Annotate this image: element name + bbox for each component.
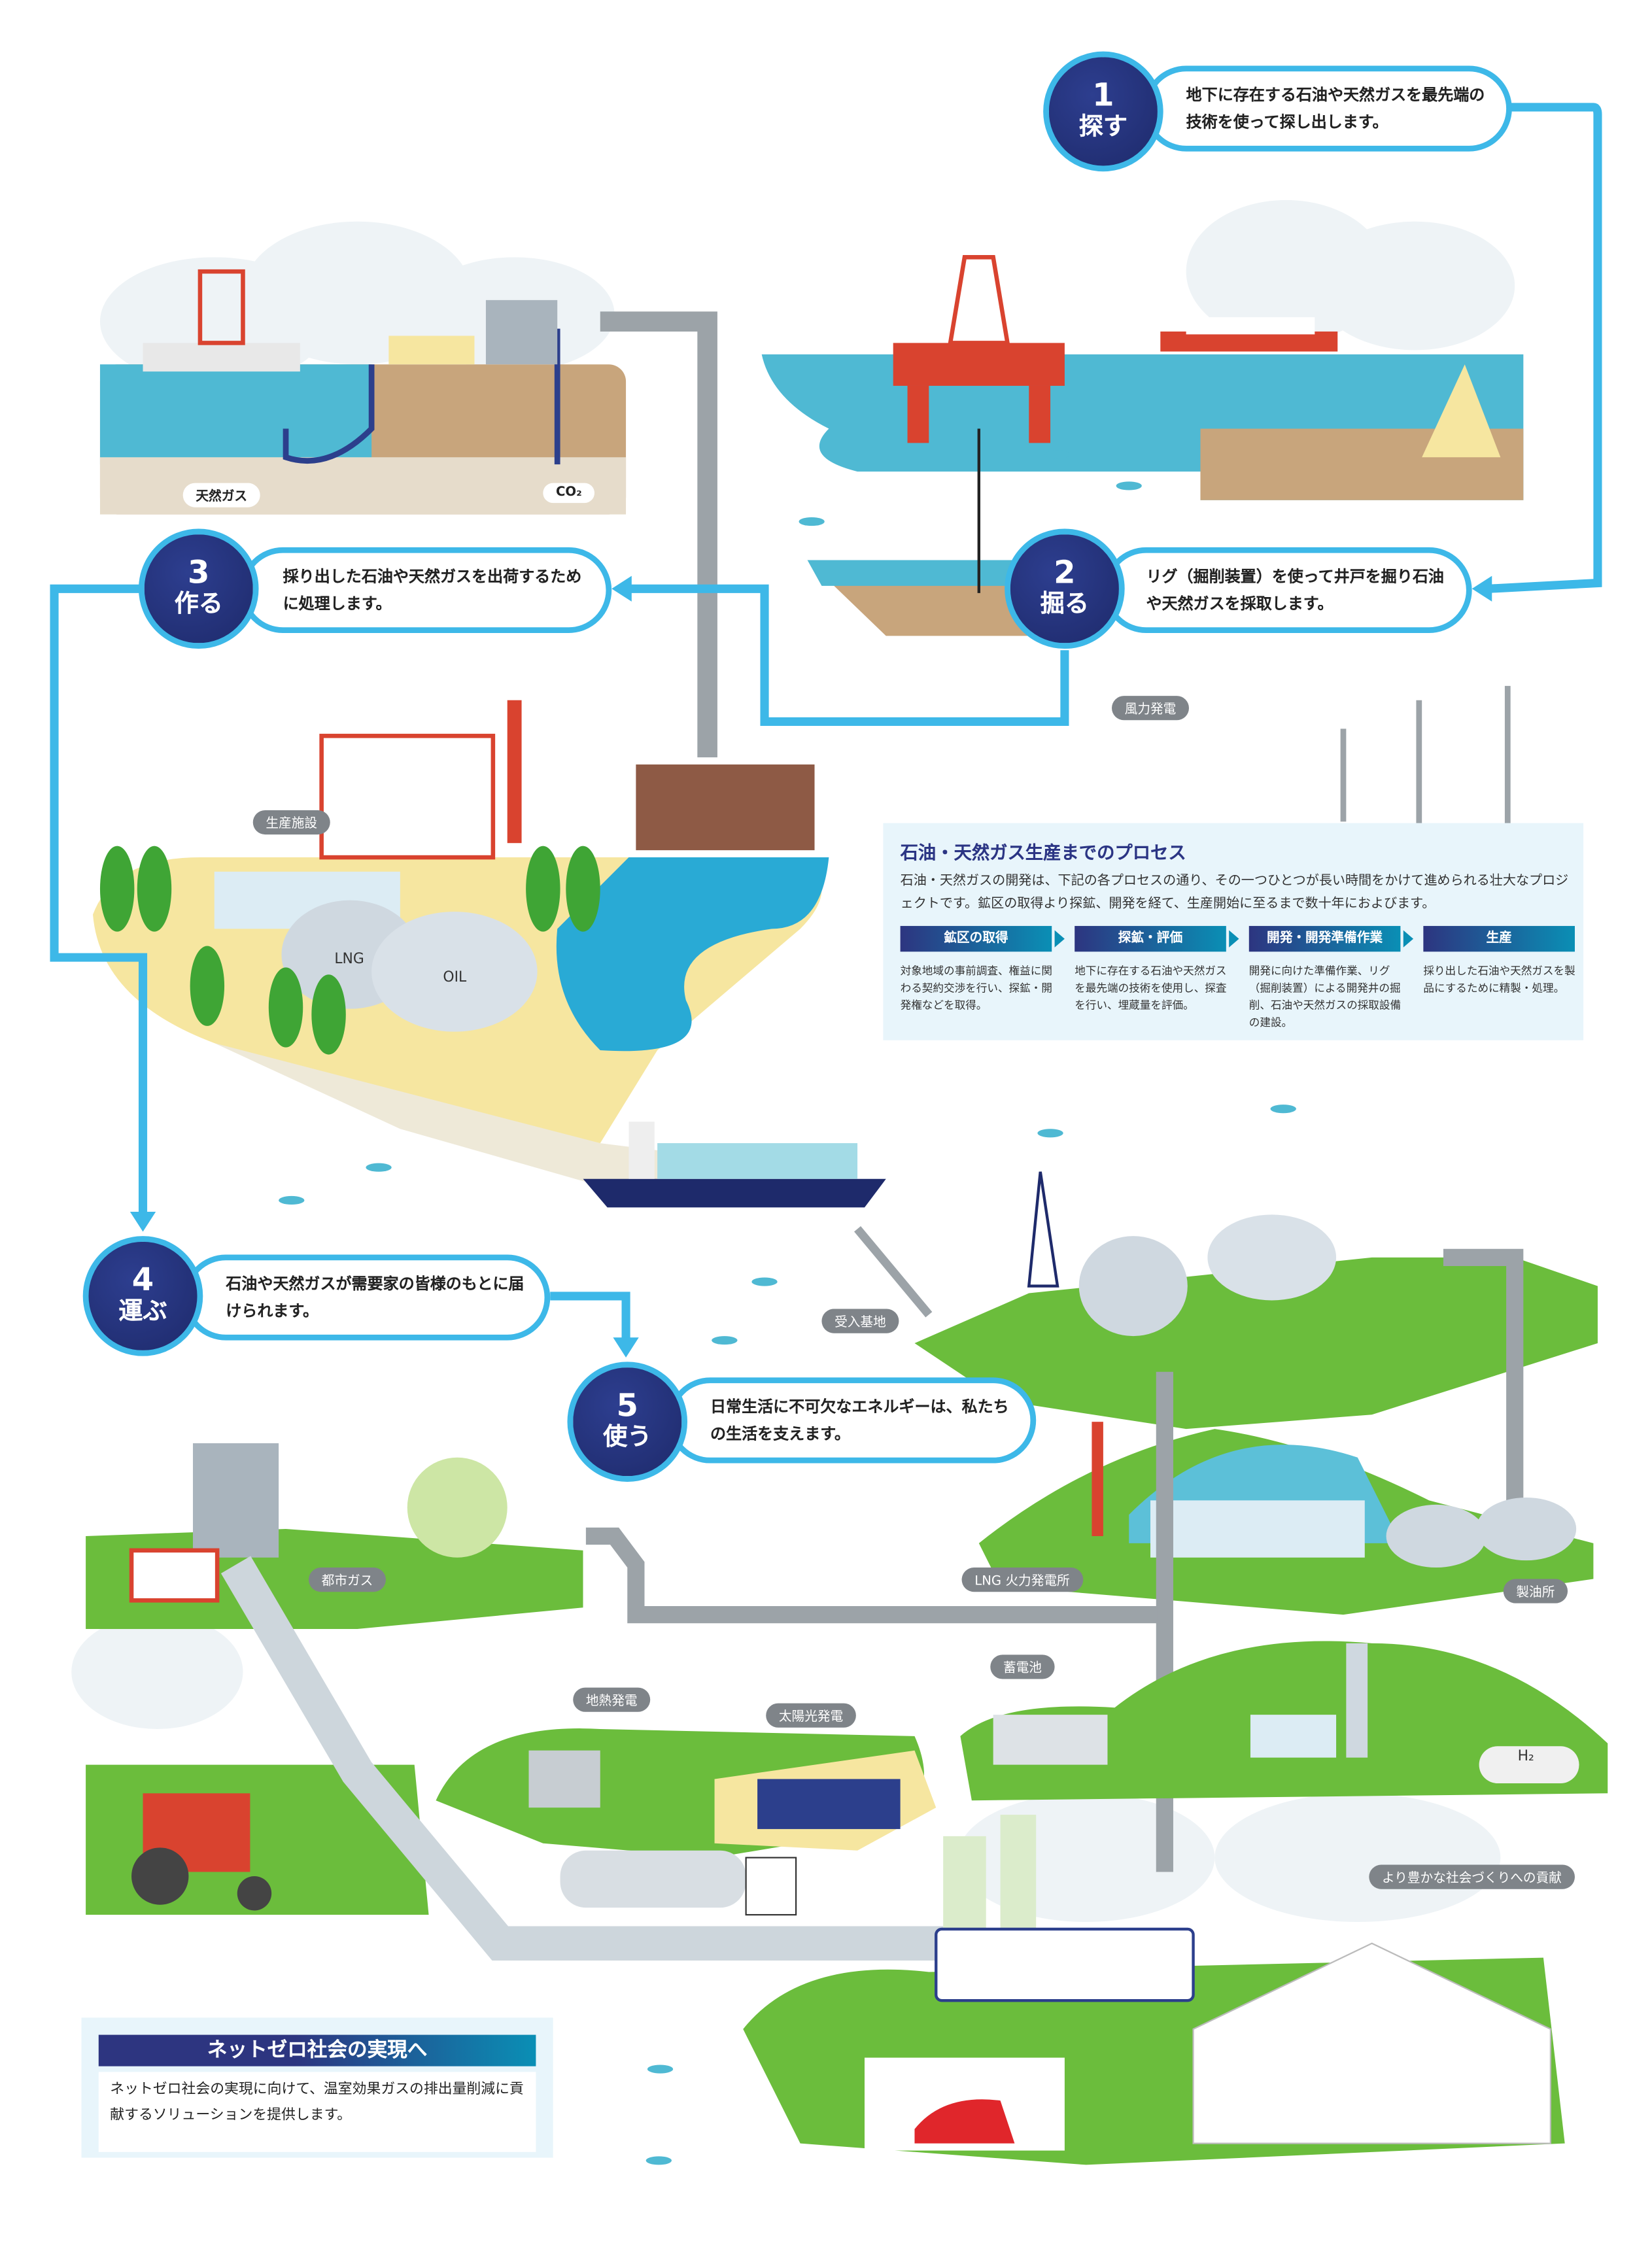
label-battery: 蓄電池 <box>990 1654 1055 1679</box>
fish <box>279 450 1296 2165</box>
city-scene <box>743 1815 1565 2165</box>
step-1-verb: 探す <box>1078 112 1128 142</box>
label-lng-power-plant: LNG 火力発電所 <box>961 1568 1083 1592</box>
receiving-terminal-scene <box>854 1171 1598 1501</box>
process-path <box>50 103 1602 1343</box>
label-lng-tank: LNG <box>334 951 364 968</box>
process-description: 石油・天然ガスの開発は、下記の各プロセスの通り、その一つひとつが長い時間をかけて… <box>900 873 1569 912</box>
label-wind-power: 風力発電 <box>1112 696 1190 721</box>
stage-2-label: 探鉱・評価 <box>1075 925 1226 952</box>
wind-turbines <box>1340 685 1511 851</box>
step-5-verb: 使う <box>603 1423 652 1452</box>
netzero-title: ネットゼロ社会の実現へ <box>98 2034 536 2066</box>
step-2-text: リグ（掘削装置）を使って井戸を掘り石油や天然ガスを採取します。 <box>1146 566 1444 613</box>
label-refinery: 製油所 <box>1503 1579 1568 1603</box>
netzero-panel: ネットゼロ社会の実現へ ネットゼロ社会の実現に向けて、温室効果ガスの排出量削減に… <box>81 2017 553 2158</box>
label-oil-tank: OIL <box>443 970 467 986</box>
hydrogen-battery-scene <box>960 1641 1608 1801</box>
stage-arrow-icon <box>1403 930 1414 948</box>
label-city-gas: 都市ガス <box>308 1568 387 1592</box>
stage-2-desc: 地下に存在する石油や天然ガスを最先端の技術を使用し、探査を行い、埋蔵量を評価。 <box>1075 964 1227 1012</box>
step-3-number: 3 <box>187 556 210 592</box>
step-1-callout: 地下に存在する石油や天然ガスを最先端の技術を使って探し出します。 <box>1143 65 1512 152</box>
offshore-rig-scene <box>761 255 1524 636</box>
label-society-contribution: より豊かな社会づくりへの貢献 <box>1369 1864 1575 1889</box>
pipeline <box>600 311 717 758</box>
step-5-callout: 日常生活に不可欠なエネルギーは、私たちの生活を支えます。 <box>667 1377 1037 1464</box>
stage-3-label: 開発・開発準備作業 <box>1248 925 1401 952</box>
stage-4-label: 生産 <box>1423 925 1575 952</box>
geothermal-solar-scene <box>436 1728 937 1858</box>
label-geothermal: 地熱発電 <box>573 1687 651 1712</box>
label-co2: CO₂ <box>543 483 595 504</box>
farm-scene <box>86 1764 429 1915</box>
label-receiving-terminal: 受入基地 <box>821 1309 899 1333</box>
tanker-truck <box>560 1850 797 1916</box>
process-panel: 石油・天然ガス生産までのプロセス 石油・天然ガスの開発は、下記の各プロセスの通り… <box>883 823 1584 1040</box>
cross-section-scene <box>99 269 627 515</box>
step-4-verb: 運ぶ <box>118 1297 167 1326</box>
trees <box>99 846 600 1055</box>
step-2-callout: リグ（掘削装置）を使って井戸を掘り石油や天然ガスを採取します。 <box>1103 547 1472 633</box>
power-plant-scene <box>978 1422 1594 1615</box>
path-arrowheads <box>129 575 1492 1358</box>
label-h2: H₂ <box>1517 1749 1534 1765</box>
production-facility-scene <box>93 700 829 1186</box>
step-3-verb: 作る <box>174 590 223 619</box>
stage-4-desc: 採り出した石油や天然ガスを製品にするために精製・処理。 <box>1423 964 1575 995</box>
step-3-text: 採り出した石油や天然ガスを出荷するために処理します。 <box>283 566 582 613</box>
stage-arrow-icon <box>1229 930 1239 948</box>
step-3-callout: 採り出した石油や天然ガスを出荷するために処理します。 <box>240 547 612 633</box>
step-4-text: 石油や天然ガスが需要家の皆様のもとに届けられます。 <box>226 1274 525 1321</box>
step-5-text: 日常生活に不可欠なエネルギーは、私たちの生活を支えます。 <box>710 1397 1009 1443</box>
road <box>220 1556 944 1961</box>
step-4-callout: 石油や天然ガスが需要家の皆様のもとに届けられます。 <box>182 1254 551 1341</box>
label-natural-gas: 天然ガス <box>182 483 260 507</box>
label-solar: 太陽光発電 <box>766 1703 856 1728</box>
step-4-number: 4 <box>131 1263 154 1299</box>
stage-arrow-icon <box>1054 930 1065 948</box>
lng-tanker <box>583 1122 886 1208</box>
stage-1-label: 鉱区の取得 <box>900 925 1052 952</box>
step-1-number: 1 <box>1092 78 1114 114</box>
stage-3-desc: 開発に向けた準備作業、リグ（掘削装置）による開発井の掘削、石油や天然ガスの採取設… <box>1248 964 1402 1029</box>
process-title: 石油・天然ガス生産までのプロセス <box>900 842 1186 863</box>
stage-1-desc: 対象地域の事前調査、権益に関わる契約交渉を行い、探鉱・開発権などを取得。 <box>900 964 1052 1012</box>
step-2-number: 2 <box>1054 556 1076 592</box>
label-production-facility: 生産施設 <box>252 810 330 835</box>
step-2-verb: 掘る <box>1040 590 1090 619</box>
step-1-text: 地下に存在する石油や天然ガスを最先端の技術を使って探し出します。 <box>1186 85 1485 132</box>
step-5-number: 5 <box>616 1388 638 1425</box>
netzero-text: ネットゼロ社会の実現に向けて、温室効果ガスの排出量削減に貢献するソリューションを… <box>98 2072 536 2152</box>
